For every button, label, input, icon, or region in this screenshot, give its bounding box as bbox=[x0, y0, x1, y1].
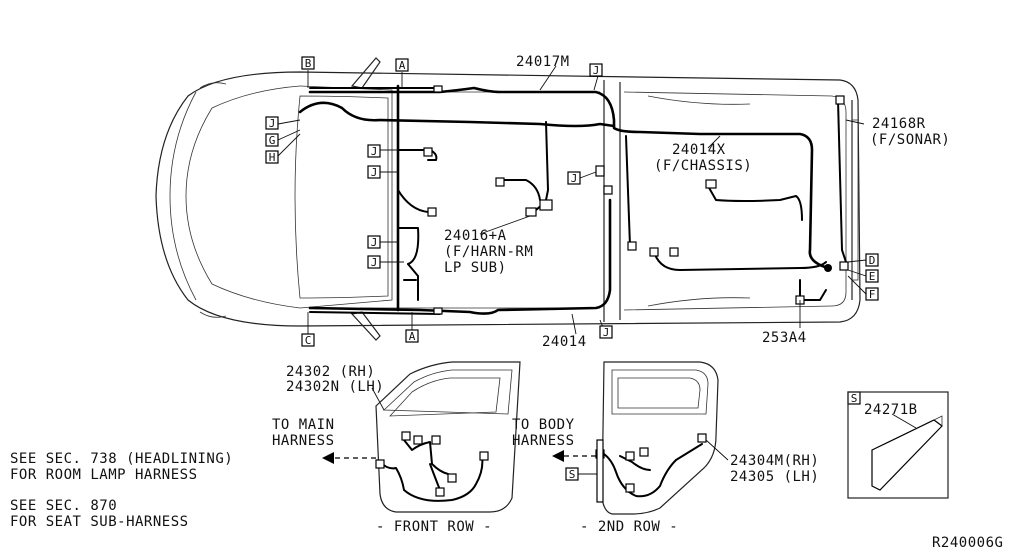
vehicle-outline bbox=[155, 57, 861, 341]
connector-box-a-top: A bbox=[395, 58, 409, 72]
part-label-24014x-sub: (F/CHASSIS) bbox=[654, 158, 752, 174]
connector-label-e: E bbox=[869, 270, 876, 283]
door-labels: 24302 (RH) 24302N (LH) TO MAIN HARNESS T… bbox=[10, 364, 1003, 551]
part-label-24302n: 24302N (LH) bbox=[286, 379, 384, 395]
part-label-24014: 24014 bbox=[542, 334, 587, 350]
connector-box-d: D bbox=[865, 253, 879, 267]
connector-box-j-a4: J bbox=[367, 255, 381, 269]
connector-label-j: J bbox=[371, 145, 378, 158]
connector-box-g: G bbox=[265, 133, 279, 147]
connector-label-f: F bbox=[869, 288, 876, 301]
front-door bbox=[322, 361, 521, 513]
note-harness-body: HARNESS bbox=[512, 433, 575, 449]
connector-label-a: A bbox=[399, 59, 406, 72]
connector-label-a: A bbox=[409, 330, 416, 343]
connector-label-j: J bbox=[371, 256, 378, 269]
connector-box-s-door: S bbox=[565, 467, 579, 481]
connector-label-d: D bbox=[869, 254, 876, 267]
connector-box-j-center: J bbox=[567, 171, 581, 185]
connector-box-j-a1: J bbox=[367, 144, 381, 158]
label-front-row: - FRONT ROW - bbox=[376, 519, 492, 535]
part-label-24168r-sub: (F/SONAR) bbox=[870, 132, 950, 148]
note-see-sec-738: SEE SEC. 738 (HEADLINING) bbox=[10, 451, 233, 467]
connector-label-c: C bbox=[305, 334, 312, 347]
note-to-main: TO MAIN bbox=[272, 417, 335, 433]
connector-box-b-top: B bbox=[301, 56, 315, 70]
part-label-24168r: 24168R bbox=[872, 116, 926, 132]
part-label-24271b: 24271B bbox=[864, 402, 918, 418]
connector-label-j: J bbox=[593, 64, 600, 77]
connector-label-j: J bbox=[371, 166, 378, 179]
connector-label-j: J bbox=[371, 236, 378, 249]
leader-lines bbox=[277, 65, 867, 335]
note-room-lamp: FOR ROOM LAMP HARNESS bbox=[10, 467, 198, 483]
part-label-24016a-sub1: (F/HARN-RM bbox=[444, 244, 533, 260]
connector-box-s-pad: S bbox=[847, 391, 861, 405]
part-label-24016a: 24016+A bbox=[444, 228, 507, 244]
connector-label-g: G bbox=[269, 134, 276, 147]
connector-box-f: F bbox=[865, 287, 879, 301]
sealing-pad-panel bbox=[847, 391, 949, 499]
connector-box-h: H bbox=[265, 150, 279, 164]
connector-label-j: J bbox=[603, 326, 610, 339]
part-label-24016a-sub2: LP SUB) bbox=[444, 260, 507, 276]
part-label-253a4: 253A4 bbox=[762, 330, 807, 346]
connector-box-c: C bbox=[301, 333, 315, 347]
harness-wires bbox=[298, 84, 849, 315]
part-labels: 24017M 24168R (F/SONAR) 24014X (F/CHASSI… bbox=[444, 54, 950, 350]
connector-label-b: B bbox=[305, 57, 312, 70]
connector-box-e: E bbox=[865, 269, 879, 283]
part-label-24014x: 24014X bbox=[672, 142, 726, 158]
connector-box-j-a2: J bbox=[367, 165, 381, 179]
connector-box-j-a3: J bbox=[367, 235, 381, 249]
connector-box-j-left: J bbox=[265, 116, 279, 130]
part-label-24017m: 24017M bbox=[516, 54, 570, 70]
connector-label-j: J bbox=[269, 117, 276, 130]
connector-label-j: J bbox=[571, 172, 578, 185]
connector-label-h: H bbox=[269, 151, 276, 164]
part-label-24304m: 24304M(RH) bbox=[730, 453, 819, 469]
note-to-body: TO BODY bbox=[512, 417, 575, 433]
part-label-24302: 24302 (RH) bbox=[286, 364, 375, 380]
connector-label-s: S bbox=[851, 392, 858, 405]
rear-door bbox=[552, 361, 729, 515]
connector-box-j-bottom: J bbox=[599, 325, 613, 339]
diagram-id: R240006G bbox=[932, 535, 1003, 551]
note-harness-main: HARNESS bbox=[272, 433, 335, 449]
label-2nd-row: - 2ND ROW - bbox=[580, 519, 678, 535]
note-see-sec-870: SEE SEC. 870 bbox=[10, 498, 117, 514]
connector-box-a-bottom: A bbox=[405, 329, 419, 343]
part-label-24305: 24305 (LH) bbox=[730, 469, 819, 485]
connector-label-s: S bbox=[569, 468, 576, 481]
connector-box-j-top: J bbox=[589, 63, 603, 77]
note-seat-sub: FOR SEAT SUB-HARNESS bbox=[10, 514, 189, 530]
